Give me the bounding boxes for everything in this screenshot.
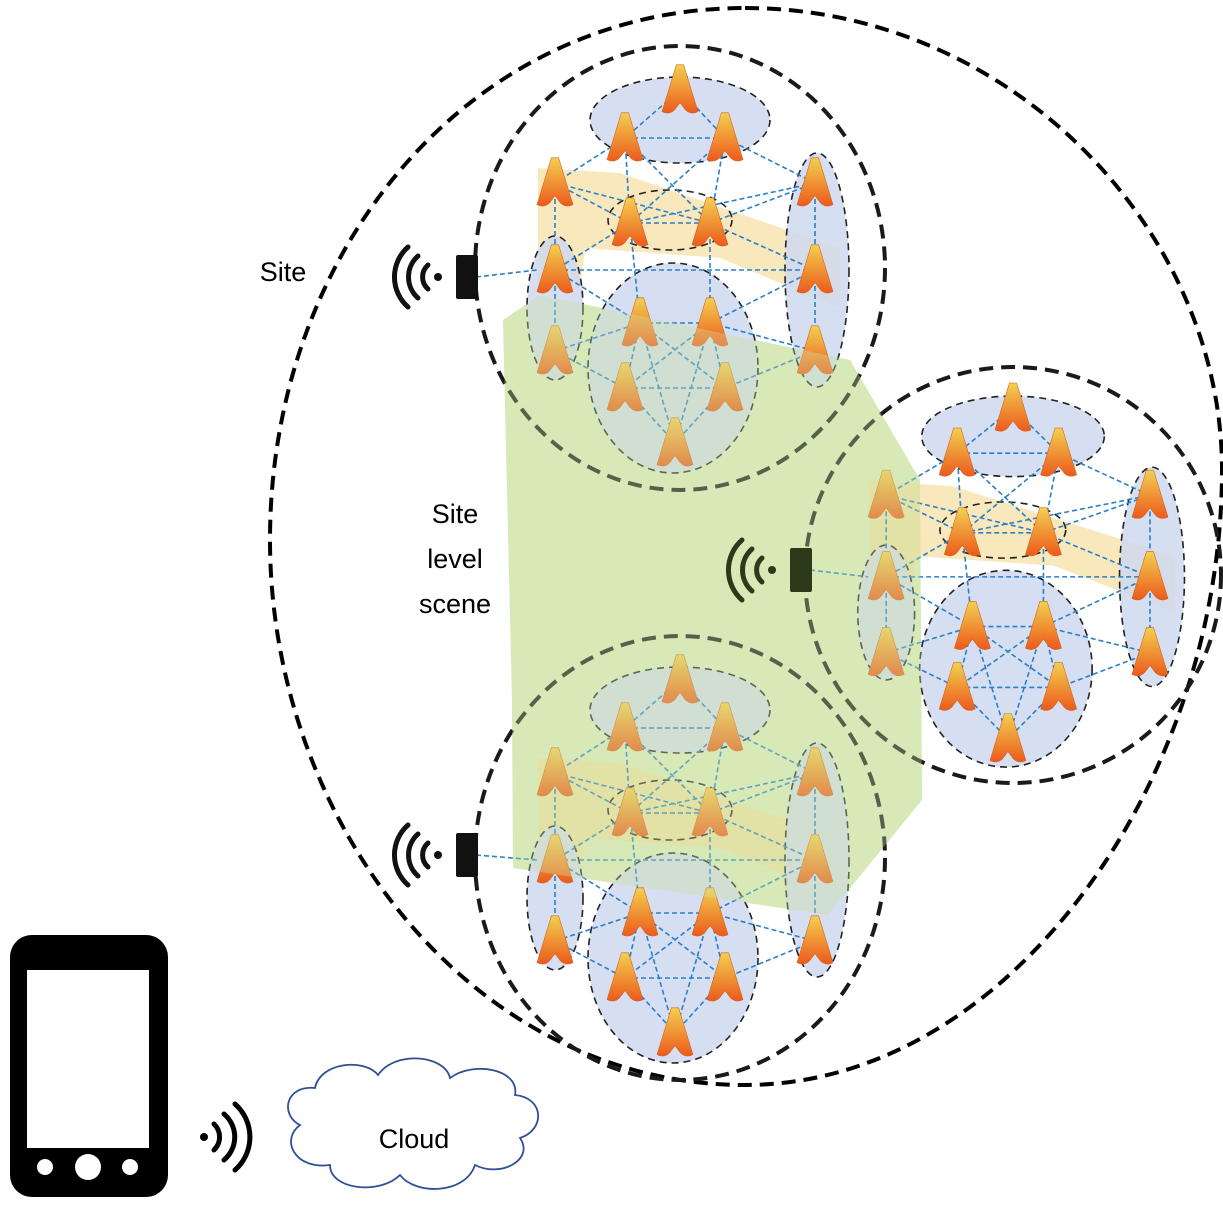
smartphone-icon <box>10 935 168 1197</box>
node-link <box>554 350 626 389</box>
node-link <box>724 137 816 184</box>
node-link <box>709 812 816 861</box>
group-band <box>538 168 840 308</box>
node-link <box>1058 452 1151 497</box>
node-link <box>624 727 631 814</box>
node-link <box>1043 625 1151 654</box>
node-link <box>709 222 816 271</box>
node-link <box>554 727 626 774</box>
node-link <box>1043 494 1151 534</box>
node-link <box>885 576 973 628</box>
node-link <box>629 137 726 224</box>
gateway-link <box>809 569 869 578</box>
node-link <box>885 652 958 689</box>
node-group <box>607 779 733 841</box>
node-link <box>709 322 816 352</box>
node-link <box>885 494 963 534</box>
gateway-link <box>475 269 538 278</box>
node-link <box>724 940 816 979</box>
node-link <box>885 625 973 654</box>
node-link <box>709 137 726 224</box>
node-link <box>709 182 816 224</box>
node-link <box>724 727 816 774</box>
node-link <box>554 137 626 184</box>
node-link <box>554 772 631 814</box>
gateway-icon <box>456 833 478 877</box>
scene-label-line3: scene <box>419 589 491 619</box>
gateway-icon <box>456 255 478 299</box>
node-link <box>709 727 726 814</box>
node-link <box>1043 576 1151 628</box>
node-link <box>554 812 631 861</box>
node-link <box>709 269 816 324</box>
node-link <box>554 222 631 271</box>
gateway-icon <box>790 548 812 592</box>
bottom-cluster <box>473 634 887 1082</box>
cloud-icon <box>287 1057 540 1190</box>
node-group <box>607 189 733 251</box>
node-link <box>554 940 626 979</box>
site-boundary <box>267 5 1223 1088</box>
node-group <box>939 501 1067 559</box>
site-label: Site <box>260 257 307 287</box>
scene-label-line2: level <box>427 544 483 574</box>
node-link <box>724 350 816 389</box>
node-link <box>709 859 816 914</box>
cluster-boundary <box>803 365 1223 785</box>
node-link <box>1043 532 1151 578</box>
node-link <box>885 532 963 578</box>
node-link <box>554 322 641 352</box>
node-link <box>961 452 1060 534</box>
cloud-label: Cloud <box>379 1124 450 1154</box>
gateway-link <box>475 854 538 861</box>
wireless-signal-icon <box>392 822 442 888</box>
node-link <box>624 137 631 224</box>
node-link <box>629 727 726 814</box>
wireless-signal-icon <box>392 244 442 310</box>
node-link <box>885 452 958 497</box>
node-link <box>1058 652 1151 689</box>
node-link <box>554 182 631 224</box>
node-link <box>709 772 816 814</box>
node-link <box>554 912 641 942</box>
scene-label-line1: Site <box>432 499 479 529</box>
group-band <box>538 758 840 898</box>
site-level-scene-overlay <box>503 295 922 915</box>
group-band <box>868 481 1176 613</box>
node-link <box>709 912 816 942</box>
wireless-signal-icon <box>726 537 776 603</box>
right-cluster <box>803 365 1223 785</box>
wireless-signal-icon <box>200 1101 253 1173</box>
